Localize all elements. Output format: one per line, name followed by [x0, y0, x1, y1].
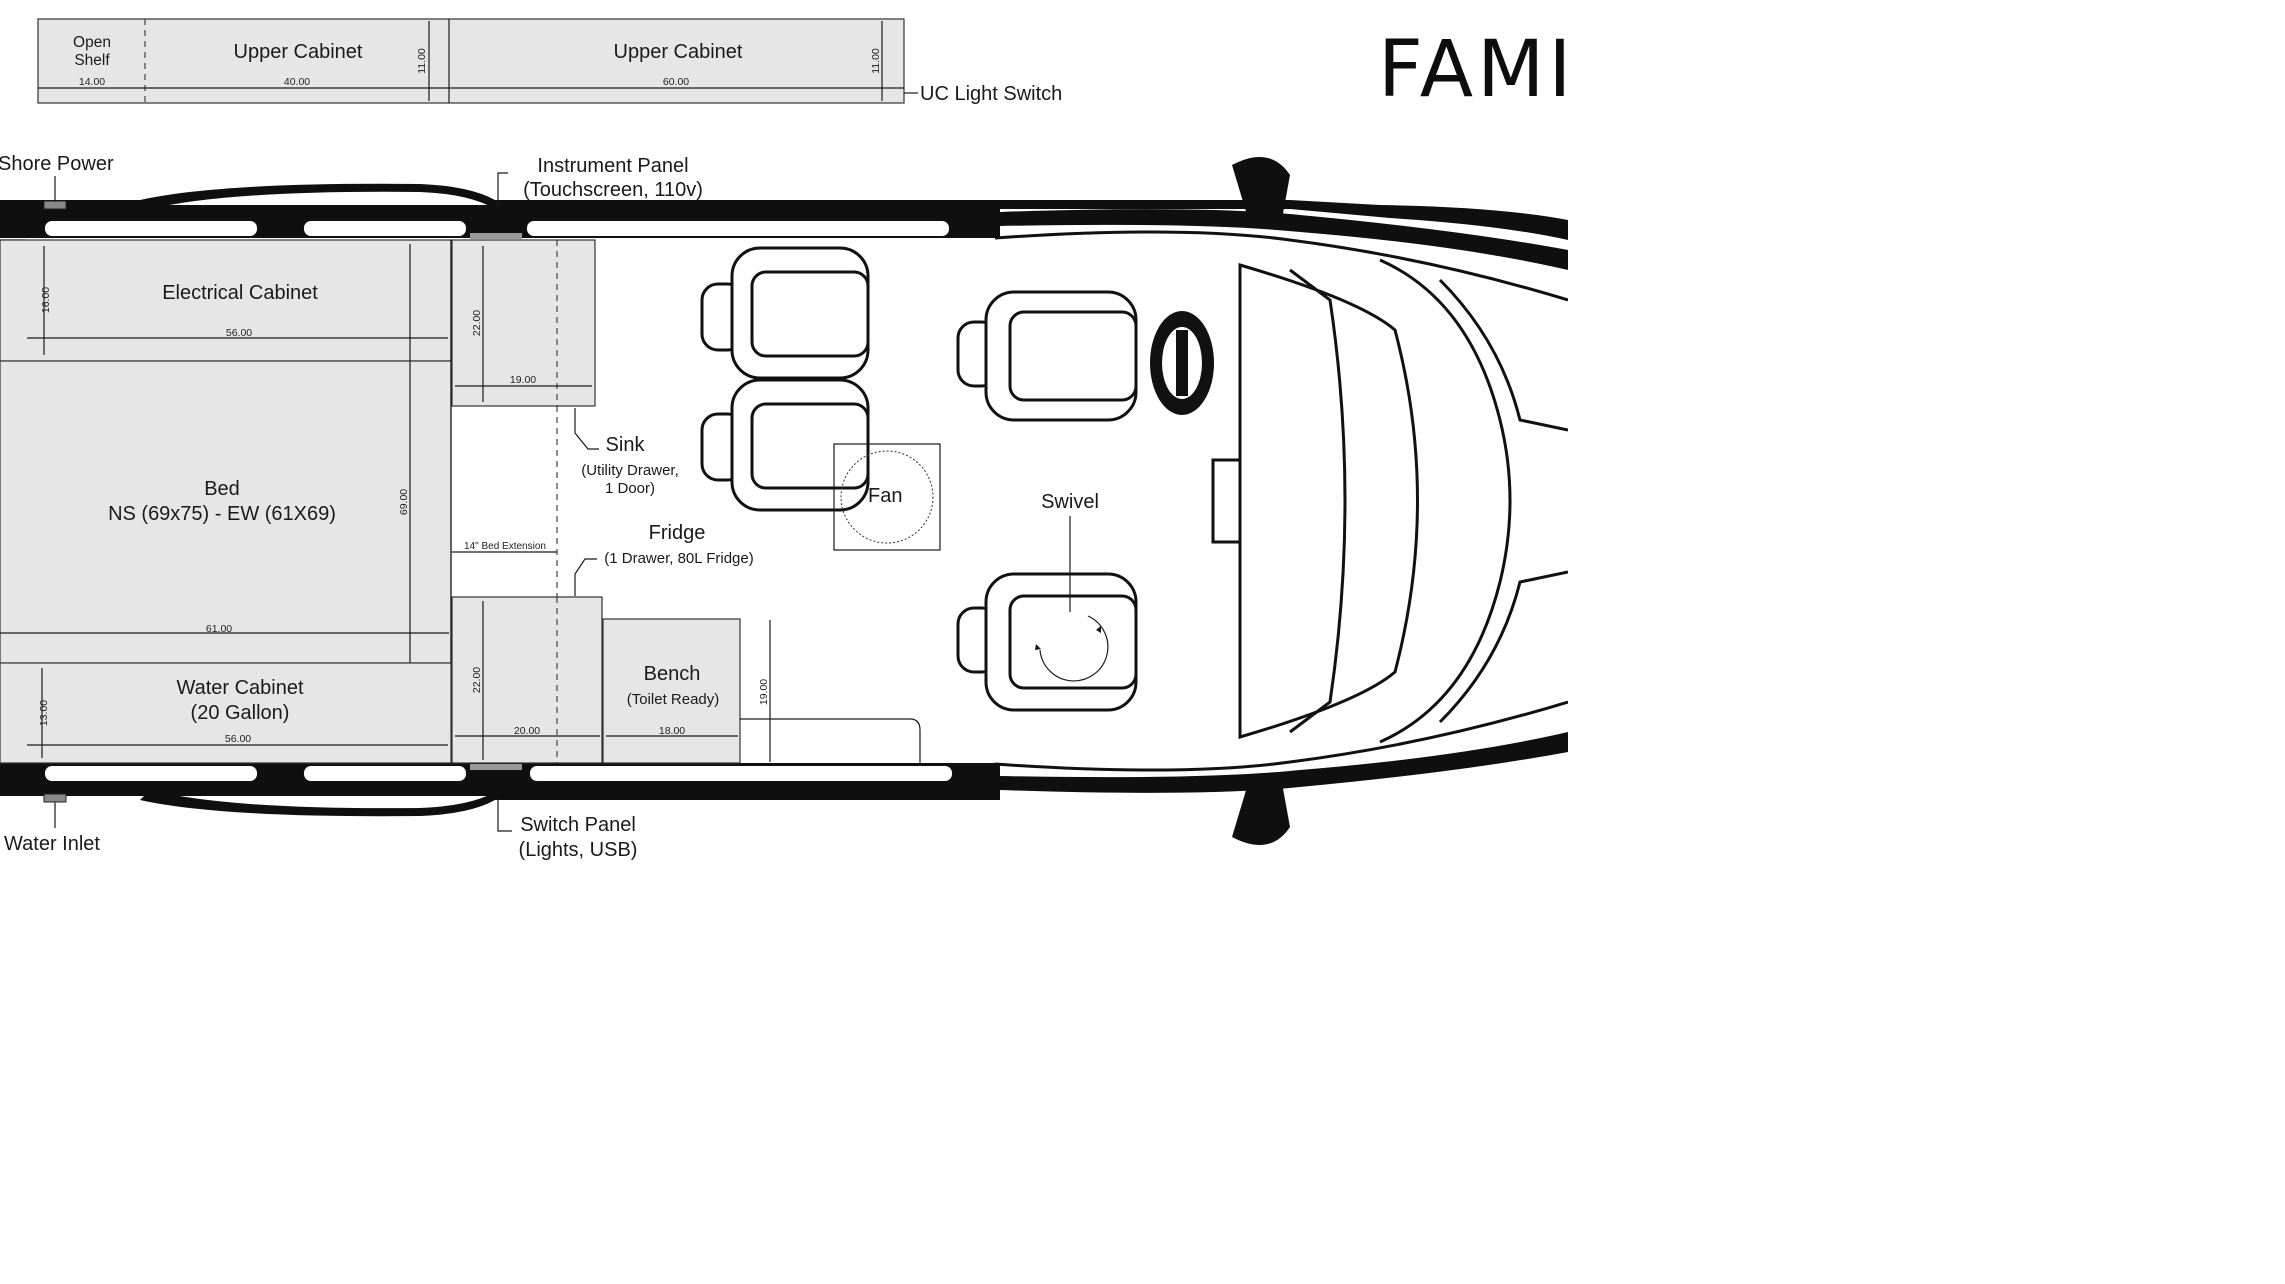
bench-depth-dim: 19.00 [758, 679, 770, 705]
van-body [0, 183, 1568, 817]
callout-shore-power: Shore Power [0, 153, 114, 202]
upper-cabinet-frame [37, 18, 905, 104]
sink-depth-dim: 22.00 [471, 310, 483, 336]
callout-instrument-panel: Instrument Panel (Touchscreen, 110v) [497, 155, 703, 206]
sink-detail-1: (Utility Drawer, [581, 462, 679, 479]
water-cabinet-label-1: Water Cabinet [176, 677, 304, 699]
callout-sink: Sink (Utility Drawer, 1 Door) [574, 408, 679, 497]
electrical-depth-dim: 16.00 [40, 287, 52, 313]
swivel-label: Swivel [1041, 491, 1099, 513]
bed-detail: NS (69x75) - EW (61X69) [108, 503, 336, 525]
switch-panel-line2: (Lights, USB) [519, 839, 638, 861]
open-shelf-width: 14.00 [79, 76, 105, 88]
uc-light-switch-label: UC Light Switch [920, 83, 1062, 105]
instrument-panel-line2: (Touchscreen, 110v) [523, 179, 703, 201]
upper-cabinet-b-width: 60.00 [663, 76, 689, 88]
fan-label: Fan [868, 485, 902, 507]
callout-switch-panel: Switch Panel (Lights, USB) [497, 798, 638, 861]
sink-title: Sink [606, 434, 646, 456]
callout-fridge: Fridge (1 Drawer, 80L Fridge) [574, 522, 754, 596]
water-cabinet-label-2: (20 Gallon) [191, 702, 290, 724]
electrical-cabinet: Electrical Cabinet 16.00 56.00 [0, 239, 452, 362]
upper-cabinet-a-height: 11.00 [416, 48, 428, 74]
fridge-width-dim: 20.00 [514, 725, 540, 737]
water-inlet-label: Water Inlet [4, 833, 100, 855]
fridge-cabinet: 22.00 20.00 [451, 596, 603, 764]
upper-cabinet-a-label: Upper Cabinet [234, 41, 363, 63]
seat-passenger-swivel [956, 516, 1138, 712]
van-floor-plan: Open Shelf 14.00 Upper Cabinet 40.00 11.… [0, 18, 1568, 861]
electrical-cabinet-label: Electrical Cabinet [162, 282, 318, 304]
upper-cabinet-b-height: 11.00 [870, 48, 882, 74]
brand-logo: FAMI [1378, 25, 1568, 115]
bed-title: Bed [204, 478, 240, 500]
bench-title: Bench [644, 663, 701, 685]
water-width-dim: 56.00 [225, 733, 251, 745]
sink-detail-2: 1 Door) [605, 480, 655, 497]
bed-extension-label: 14" Bed Extension [464, 541, 546, 552]
bench-detail: (Toilet Ready) [627, 691, 720, 708]
fridge-title: Fridge [649, 522, 706, 544]
upper-cabinet-a-width: 40.00 [284, 76, 310, 88]
open-shelf-label-2: Shelf [74, 52, 110, 69]
shore-power-label: Shore Power [0, 153, 114, 175]
seat-rear-bottom [700, 378, 870, 512]
bed-length-dim: 69.00 [398, 489, 410, 515]
instrument-panel-line1: Instrument Panel [537, 155, 688, 177]
sink-width-dim: 19.00 [510, 374, 536, 386]
open-shelf-label-1: Open [73, 34, 111, 51]
roof-fan [833, 443, 941, 551]
fridge-detail: (1 Drawer, 80L Fridge) [604, 550, 754, 567]
switch-panel-line1: Switch Panel [520, 814, 636, 836]
seat-rear-top [700, 246, 870, 380]
seat-driver [956, 290, 1138, 422]
electrical-width-dim: 56.00 [226, 327, 252, 339]
bed-width-dim: 61.00 [206, 623, 232, 635]
upper-cabinet-strip: Open Shelf 14.00 Upper Cabinet 40.00 11.… [37, 18, 1062, 105]
sink-cabinet: 22.00 19.00 [451, 239, 596, 407]
callout-water-inlet: Water Inlet [4, 802, 100, 855]
water-cabinet: Water Cabinet (20 Gallon) 13.00 56.00 [0, 662, 452, 764]
bench: Bench (Toilet Ready) 18.00 19.00 [602, 618, 921, 764]
bed-area: Bed NS (69x75) - EW (61X69) 69.00 61.00 [0, 240, 452, 763]
bed-extension: 14" Bed Extension [452, 406, 558, 597]
water-depth-dim: 13.00 [38, 700, 50, 726]
van-cab [994, 157, 1568, 845]
bench-width-dim: 18.00 [659, 725, 685, 737]
upper-cabinet-b-label: Upper Cabinet [614, 41, 743, 63]
fridge-depth-dim: 22.00 [471, 667, 483, 693]
